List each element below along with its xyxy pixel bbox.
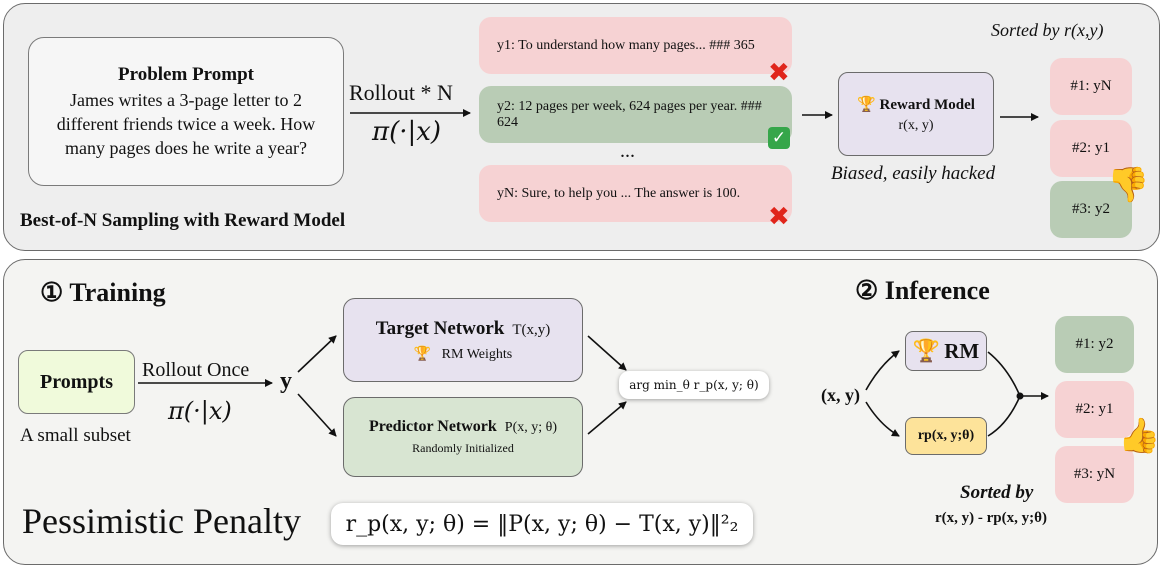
bottom-rank-3: #3: yN [1055,446,1134,503]
rollout-n-label: Rollout * N [349,80,453,105]
reward-model-caption: Biased, easily hacked [831,163,996,184]
xy-input-label: (x, y) [821,385,860,405]
best-of-n-caption: Best-of-N Sampling with Reward Model [20,210,346,231]
y-label: y [280,368,292,394]
predictor-network-name: Predictor Network [368,418,497,435]
reward-model-box: 🏆 Reward Model r(x, y) [838,72,994,156]
top-rank-2: #2: y1 [1050,120,1132,177]
bottom-rank-2-label: #2: y1 [1075,401,1114,417]
response-y1-text: y1: To understand how many pages... ### … [497,37,755,53]
predictor-network-box: Predictor Network P(x, y; θ) Randomly In… [343,397,583,477]
trophy-icon: 🏆 [413,345,432,362]
top-rank-3-label: #3: y2 [1072,201,1110,217]
response-yn: yN: Sure, to help you ... The answer is … [479,165,792,222]
response-y2: y2: 12 pages per week, 624 pages per yea… [479,86,792,143]
penalty-formula: r_p(x, y; θ) = ‖P(x, y; θ) − T(x, y)‖²₂ [345,511,739,537]
rm-box: 🏆 RM [905,331,987,371]
prompts-label: Prompts [40,370,113,393]
target-network-formula: T(x,y) [512,321,551,338]
problem-prompt-box: Problem Prompt James writes a 3-page let… [28,37,344,186]
pessimistic-penalty-title: Pessimistic Penalty [22,501,301,541]
bottom-rank-1-label: #1: y2 [1075,336,1114,352]
reward-model-name: Reward Model [879,96,975,113]
responses-ellipsis: ... [620,140,635,162]
rm-label: RM [944,338,980,363]
sorted-by-text: Sorted by r(x,y) [991,20,1104,40]
argmin-formula: arg min_θ r_p(x, y; θ) [629,378,759,392]
predictor-network-formula: P(x, y; θ) [504,420,558,435]
top-rank-2-label: #2: y1 [1072,140,1110,156]
reward-model-formula: r(x, y) [898,117,934,133]
top-rank-1-label: #1: yN [1070,78,1112,94]
sorted-by-label: Sorted by r(x,y) [991,20,1103,41]
rp-box: rp(x, y;θ) [905,417,987,455]
x-mark-icon: ✖ [768,202,790,232]
inference-sorted-formula: r(x, y) - rp(x, y;θ) [935,510,1047,526]
inference-sorted-by: Sorted by [960,482,1034,503]
problem-prompt-title: Problem Prompt [118,63,254,85]
target-network-box: Target Network T(x,y) 🏆 RM Weights [343,298,583,382]
bottom-rank-2: #2: y1 [1055,381,1134,438]
target-network-name: Target Network [375,317,505,339]
top-rank-1: #1: yN [1050,58,1132,115]
thumbs-up-icon: 👍 [1118,416,1161,456]
response-y2-text: y2: 12 pages per week, 624 pages per yea… [497,98,762,130]
bottom-rank-1: #1: y2 [1055,316,1134,373]
x-mark-icon: ✖ [768,58,790,88]
rollout-once-label: Rollout Once [142,359,250,381]
prompts-caption: A small subset [20,425,131,446]
bottom-policy-label: π(·|x) [168,397,232,425]
trophy-icon: 🏆 [912,338,941,364]
rp-label: rp(x, y;θ) [917,428,975,443]
top-policy-label: π(·|x) [372,117,442,147]
check-icon: ✓ [768,127,790,149]
problem-prompt-text: James writes a 3-page letter to 2 differ… [56,89,316,158]
prompts-box: Prompts [18,350,135,414]
inference-title: ② Inference [855,276,990,305]
predictor-network-sub: Randomly Initialized [412,441,514,455]
thumbs-down-icon: 👎 [1107,165,1150,205]
response-yn-text: yN: Sure, to help you ... The answer is … [497,185,741,201]
trophy-icon: 🏆 [857,94,876,113]
response-y1: y1: To understand how many pages... ### … [479,17,792,74]
training-title: ① Training [40,278,166,307]
argmin-box: arg min_θ r_p(x, y; θ) [619,371,769,399]
target-network-sub: RM Weights [441,346,513,362]
top-rank-3: #3: y2 [1050,181,1132,238]
penalty-formula-box: r_p(x, y; θ) = ‖P(x, y; θ) − T(x, y)‖²₂ [331,503,753,545]
bottom-rank-3-label: #3: yN [1073,466,1116,482]
